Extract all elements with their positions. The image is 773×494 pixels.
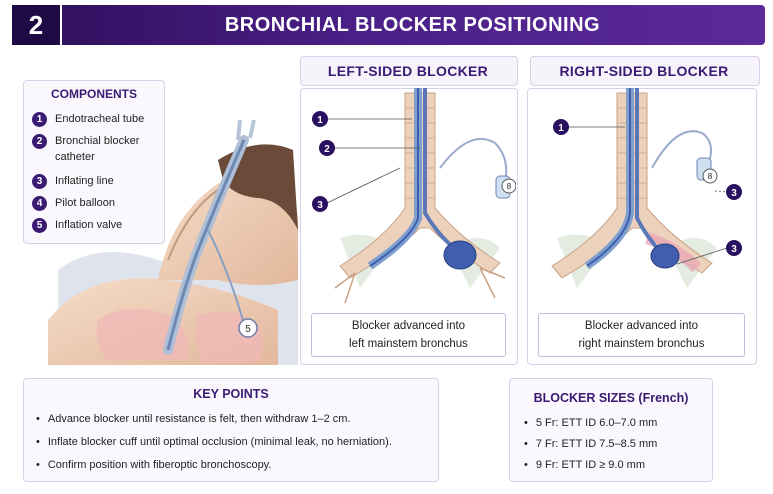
- component-label: Pilot balloon: [55, 197, 115, 209]
- component-item: 5 Inflation valve: [32, 217, 122, 233]
- left-callout-1: 1: [317, 115, 323, 126]
- component-item: 4 Pilot balloon: [32, 195, 115, 211]
- left-caption: Blocker advanced into left mainstem bron…: [311, 313, 506, 357]
- component-item: 3 Inflating line: [32, 173, 114, 189]
- right-caption: Blocker advanced into right mainstem bro…: [538, 313, 745, 357]
- right-airway-diagram: 8 1 3 3: [551, 88, 742, 288]
- left-title-box: [300, 56, 518, 86]
- component-item: 1 Endotracheal tube: [32, 111, 144, 127]
- components-panel: COMPONENTS 1 Endotracheal tube 2 Bronchi…: [23, 80, 165, 244]
- blocker-size-item: 7 Fr: ETT ID 7.5–8.5 mm: [524, 438, 657, 450]
- blocker-size-item: 9 Fr: ETT ID ≥ 9.0 mm: [524, 459, 645, 471]
- right-caption-line-1: Blocker advanced into: [584, 320, 699, 332]
- component-label: Bronchial blocker catheter: [55, 135, 140, 163]
- left-callout-2: 2: [324, 144, 330, 155]
- key-point-item: Advance blocker until resistance is felt…: [36, 413, 351, 425]
- component-number: 1: [32, 112, 47, 127]
- blocker-sizes-panel: BLOCKER SIZES (French) 5 Fr: ETT ID 6.0–…: [509, 378, 713, 482]
- patient-illustration: 5: [48, 120, 298, 365]
- left-caption-line-2: left mainstem bronchus: [349, 338, 468, 350]
- component-label: Inflation valve: [55, 219, 123, 231]
- section-number: 2: [12, 5, 62, 45]
- components-title: COMPONENTS: [50, 87, 137, 101]
- key-points-title: KEY POINTS: [193, 387, 269, 401]
- left-caption-line-1: Blocker advanced into: [351, 320, 466, 332]
- right-callout-3a: 3: [731, 188, 737, 199]
- component-number: 5: [32, 218, 47, 233]
- component-number: 3: [32, 174, 47, 189]
- component-item: 2 Bronchial blocker catheter: [32, 133, 152, 165]
- header-bar: [12, 5, 765, 45]
- right-caption-line-2: right mainstem bronchus: [578, 338, 705, 350]
- component-number: 2: [32, 134, 47, 149]
- component-label: Endotracheal tube: [55, 113, 145, 125]
- key-point-item: Inflate blocker cuff until optimal occlu…: [36, 436, 392, 448]
- component-number: 4: [32, 196, 47, 211]
- valve-label: 5: [245, 324, 251, 335]
- left-column-title: LEFT-SIDED BLOCKER: [327, 63, 489, 79]
- left-airway-diagram: 8 1 2 3: [312, 88, 516, 304]
- left-pilot-label: 8: [507, 182, 512, 191]
- right-callout-1: 1: [558, 123, 564, 134]
- key-point-item: Confirm position with fiberoptic broncho…: [36, 459, 272, 471]
- key-points-panel: KEY POINTS Advance blocker until resista…: [23, 378, 439, 482]
- right-title-box: [530, 56, 760, 86]
- page-title: BRONCHIAL BLOCKER POSITIONING: [224, 13, 601, 36]
- blocker-size-item: 5 Fr: ETT ID 6.0–7.0 mm: [524, 417, 657, 429]
- right-callout-3b: 3: [731, 244, 737, 255]
- right-pilot-label: 8: [708, 172, 713, 181]
- right-column-title: RIGHT-SIDED BLOCKER: [559, 63, 729, 79]
- left-callout-3: 3: [317, 200, 323, 211]
- blocker-sizes-title: BLOCKER SIZES (French): [533, 391, 689, 405]
- component-label: Inflating line: [55, 175, 114, 187]
